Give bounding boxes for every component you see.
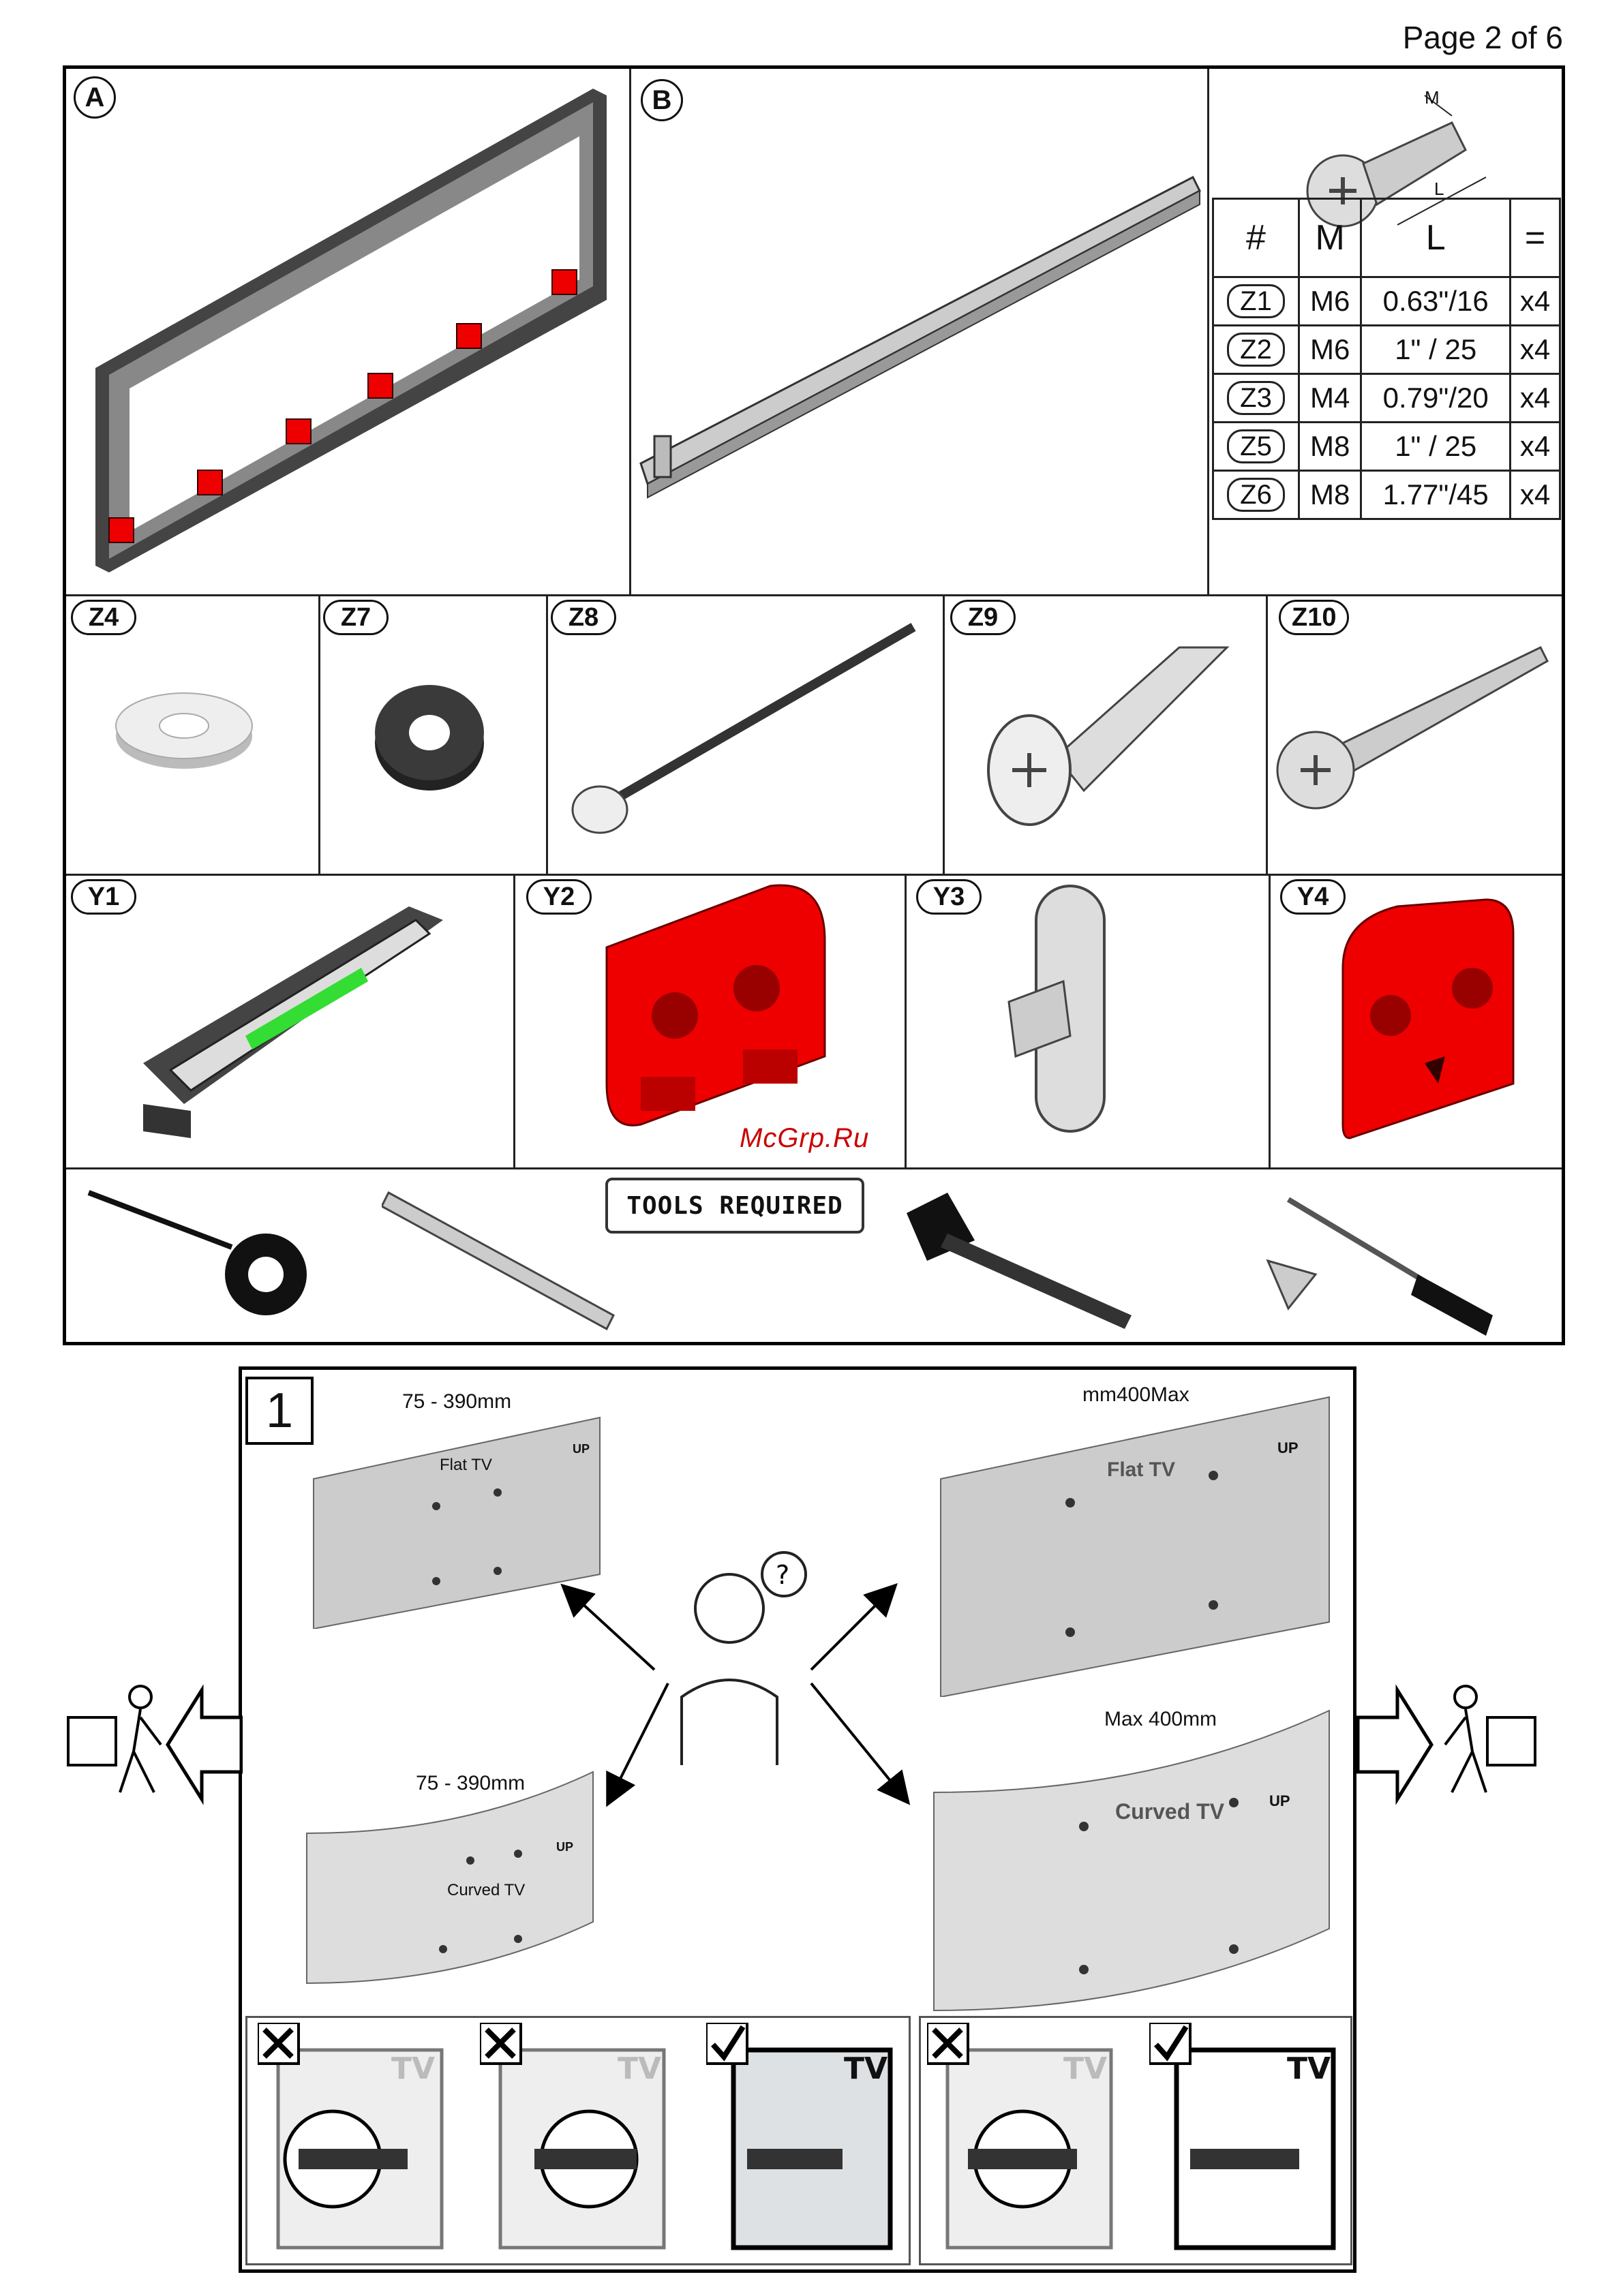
screwdriver-icon: [1261, 1179, 1506, 1343]
tv-label: TV: [391, 2051, 435, 2086]
spirit-level-icon: [130, 879, 457, 1152]
spacer-ring-icon: [368, 675, 491, 797]
table-row: Z3 M4 0.79"/20 x4: [1213, 374, 1560, 423]
row-qty: x4: [1511, 277, 1560, 326]
row-m: M4: [1299, 374, 1361, 423]
row-l: 1" / 25: [1361, 423, 1511, 471]
tools-required-label: TOOLS REQUIRED: [605, 1178, 864, 1234]
flat-large-up: UP: [1277, 1439, 1299, 1457]
table-row: Z1 M6 0.63"/16 x4: [1213, 277, 1560, 326]
hammer-icon: [900, 1186, 1145, 1336]
divider: [943, 594, 945, 874]
wall-plate-illustration: [89, 82, 620, 572]
row-id: Z5: [1227, 429, 1285, 463]
tv-label: TV: [1287, 2051, 1331, 2086]
part-tag-b: B: [641, 79, 683, 121]
right-walk-away-icon: [1356, 1677, 1541, 1813]
header-qty: =: [1511, 199, 1560, 277]
nail-icon: [566, 620, 927, 845]
watermark: McGrp.Ru: [740, 1123, 869, 1154]
curved-small-up: UP: [556, 1840, 573, 1854]
table-row: Z5 M8 1" / 25 x4: [1213, 423, 1560, 471]
row-m: M8: [1299, 471, 1361, 519]
row-qty: x4: [1511, 326, 1560, 374]
row-l: 0.63"/16: [1361, 277, 1511, 326]
part-tag-y2: Y2: [526, 879, 592, 915]
row-l: 1.77"/45: [1361, 471, 1511, 519]
flat-small-range: 75 - 390mm: [402, 1390, 511, 1413]
spacer-plate-red-icon: [600, 879, 832, 1131]
divider: [546, 594, 548, 874]
divider: [66, 874, 1562, 876]
curved-small-range: 75 - 390mm: [416, 1772, 525, 1795]
part-tag-z9: Z9: [950, 600, 1016, 635]
flat-large-range: mm400Max: [1082, 1383, 1189, 1407]
curved-large-label: Curved TV: [1115, 1799, 1224, 1824]
mounting-rail-illustration: [634, 164, 1207, 504]
row-id: Z2: [1227, 333, 1285, 367]
curved-small-label: Curved TV: [447, 1881, 525, 1900]
row-qty: x4: [1511, 471, 1560, 519]
part-tag-y1: Y1: [71, 879, 136, 915]
screw-spec-table: # M L = Z1 M6 0.63"/16 x4 Z2 M6 1" / 25 …: [1212, 198, 1561, 520]
row-l: 1" / 25: [1361, 326, 1511, 374]
table-header-row: # M L =: [1213, 199, 1560, 277]
flat-small-label: Flat TV: [440, 1456, 492, 1475]
flat-small-up: UP: [573, 1442, 590, 1456]
divider: [905, 874, 907, 1167]
left-walk-away-icon: [65, 1677, 243, 1813]
divider: [513, 874, 515, 1167]
table-row: Z2 M6 1" / 25 x4: [1213, 326, 1560, 374]
lock-clip-icon: [995, 879, 1132, 1138]
tv-label: TV: [1063, 2051, 1107, 2086]
flat-large-label: Flat TV: [1107, 1458, 1175, 1482]
row-id: Z1: [1227, 284, 1285, 318]
screw-l-label: L: [1434, 179, 1444, 200]
divider: [318, 594, 320, 874]
drywall-anchor-icon: [975, 634, 1234, 831]
curved-large-up: UP: [1269, 1792, 1290, 1810]
curved-tv-large-illustration: [927, 1704, 1336, 2017]
row-m: M8: [1299, 423, 1361, 471]
row-l: 0.79"/20: [1361, 374, 1511, 423]
screw-m-label: M: [1425, 87, 1440, 108]
divider: [66, 594, 1562, 596]
washer-icon: [109, 682, 259, 777]
row-m: M6: [1299, 326, 1361, 374]
part-tag-z10: Z10: [1279, 600, 1349, 635]
spacer-block-red-icon: [1336, 893, 1520, 1145]
divider: [1207, 69, 1209, 594]
pencil-icon: [382, 1186, 627, 1336]
header-id: #: [1213, 199, 1299, 277]
header-l: L: [1361, 199, 1511, 277]
part-tag-z7: Z7: [323, 600, 389, 635]
wood-screw-icon: [1268, 634, 1554, 811]
row-qty: x4: [1511, 374, 1560, 423]
header-m: M: [1299, 199, 1361, 277]
row-m: M6: [1299, 277, 1361, 326]
curved-large-range: Max 400mm: [1104, 1708, 1217, 1731]
row-qty: x4: [1511, 423, 1560, 471]
divider: [1269, 874, 1271, 1167]
page-number: Page 2 of 6: [1403, 19, 1563, 56]
row-id: Z3: [1227, 381, 1285, 415]
tape-measure-icon: [82, 1165, 320, 1315]
part-tag-z4: Z4: [71, 600, 136, 635]
table-row: Z6 M8 1.77"/45 x4: [1213, 471, 1560, 519]
tv-label: TV: [618, 2051, 661, 2086]
tv-label: TV: [844, 2051, 888, 2086]
part-tag-y3: Y3: [916, 879, 982, 915]
divider: [629, 69, 631, 594]
row-id: Z6: [1227, 478, 1285, 512]
